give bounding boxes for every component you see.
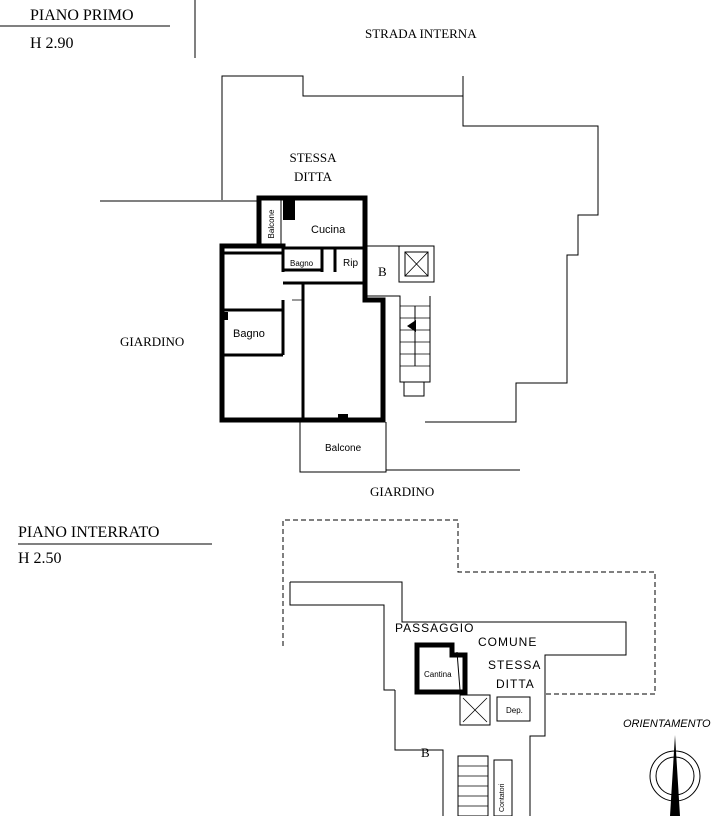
label-stair-b-top: B: [378, 264, 387, 279]
label-ditta-basement: DITTA: [496, 677, 535, 691]
label-balcone-side: Balcone: [267, 209, 276, 238]
first-floor-boundaries: [100, 75, 599, 473]
first-floor-apartment: [219, 195, 386, 423]
orientation-compass: ORIENTAMENTO: [623, 718, 711, 816]
label-strada-interna: STRADA INTERNA: [365, 26, 477, 41]
basement-cantina: [414, 642, 468, 695]
first-floor-header: PIANO PRIMO H 2.90: [0, 0, 196, 58]
kitchen-block-icon: [283, 200, 295, 220]
label-orientamento: ORIENTAMENTO: [623, 718, 711, 730]
label-ditta: DITTA: [294, 169, 333, 184]
basement-height: H 2.50: [18, 550, 62, 567]
label-cantina: Cantina: [424, 670, 452, 679]
label-stessa: STESSA: [290, 150, 338, 165]
label-dep: Dep.: [506, 706, 523, 715]
label-stessa-basement: STESSA: [488, 658, 541, 672]
first-floor-height: H 2.90: [30, 35, 74, 52]
first-floor-stair-core: [366, 245, 435, 397]
label-passaggio: PASSAGGIO: [395, 621, 474, 635]
label-rip: Rip: [343, 258, 358, 269]
label-bagno-small: Bagno: [290, 259, 314, 268]
label-comune: COMUNE: [478, 635, 537, 649]
basement-title: PIANO INTERRATO: [18, 524, 159, 541]
label-cucina: Cucina: [311, 224, 346, 236]
stair-arrow-icon: [407, 320, 416, 332]
label-giardino-south: GIARDINO: [370, 484, 434, 499]
label-giardino-west: GIARDINO: [120, 334, 184, 349]
label-contatori: Contatori: [499, 783, 506, 812]
north-arrow-icon: [670, 735, 680, 816]
basement-stair-core: [457, 694, 531, 816]
label-bagno: Bagno: [233, 328, 265, 340]
label-stair-b-bottom: B: [421, 745, 430, 760]
basement-corridor: [289, 581, 627, 816]
basement-boundary: [282, 519, 656, 695]
label-balcone-bottom: Balcone: [325, 443, 362, 454]
first-floor-title: PIANO PRIMO: [30, 7, 134, 24]
basement-header: PIANO INTERRATO H 2.50: [18, 524, 212, 567]
